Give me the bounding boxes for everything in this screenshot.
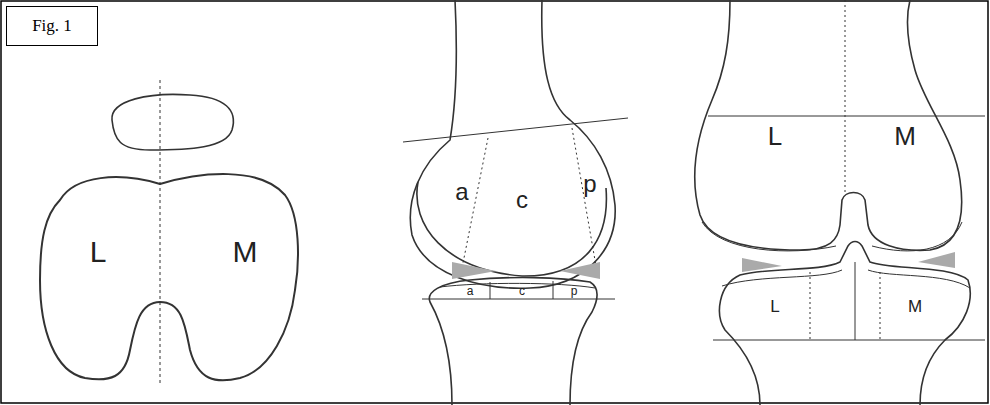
zone-divider xyxy=(553,281,554,299)
contact-marker xyxy=(452,262,496,279)
zone-label: M xyxy=(894,123,916,149)
zone-label: p xyxy=(583,172,596,196)
reference-line xyxy=(403,118,628,142)
zone-divider xyxy=(572,128,596,266)
zone-label-small: M xyxy=(908,298,922,315)
patella-outline xyxy=(112,94,233,150)
contact-marker xyxy=(918,252,955,268)
zone-label: L xyxy=(90,237,107,267)
zone-divider xyxy=(880,272,881,340)
tibia-sagittal-outline xyxy=(429,278,597,405)
midline-dashed xyxy=(845,0,846,195)
zone-label-small: a xyxy=(467,285,474,297)
zone-label: a xyxy=(455,180,468,204)
femur-axial-outline xyxy=(40,174,298,380)
zone-label: L xyxy=(768,123,782,149)
zone-label-small: L xyxy=(770,298,779,315)
femoral-cartilage-line xyxy=(872,222,962,251)
femoral-cartilage-line xyxy=(702,222,836,251)
zone-label-small: c xyxy=(519,285,525,297)
zone-divider xyxy=(810,272,811,340)
femur-coronal-outline xyxy=(695,0,962,250)
zone-label: M xyxy=(233,237,258,267)
zone-divider xyxy=(855,262,856,340)
midline-dashed xyxy=(160,80,161,385)
tibial-cartilage-line xyxy=(722,270,970,288)
reference-line xyxy=(422,299,615,300)
femur-sagittal-outline xyxy=(410,0,615,288)
contact-marker xyxy=(560,262,600,279)
zone-label-small: p xyxy=(571,285,578,297)
figure-number: Fig. 1 xyxy=(32,16,72,36)
zone-divider xyxy=(490,282,491,299)
femoral-cartilage-line xyxy=(417,182,607,276)
figure-label-box: Fig. 1 xyxy=(6,6,98,46)
reference-line xyxy=(708,116,985,117)
zone-label: c xyxy=(516,188,528,212)
reference-line xyxy=(713,340,985,341)
tibia-coronal-outline xyxy=(720,242,971,405)
